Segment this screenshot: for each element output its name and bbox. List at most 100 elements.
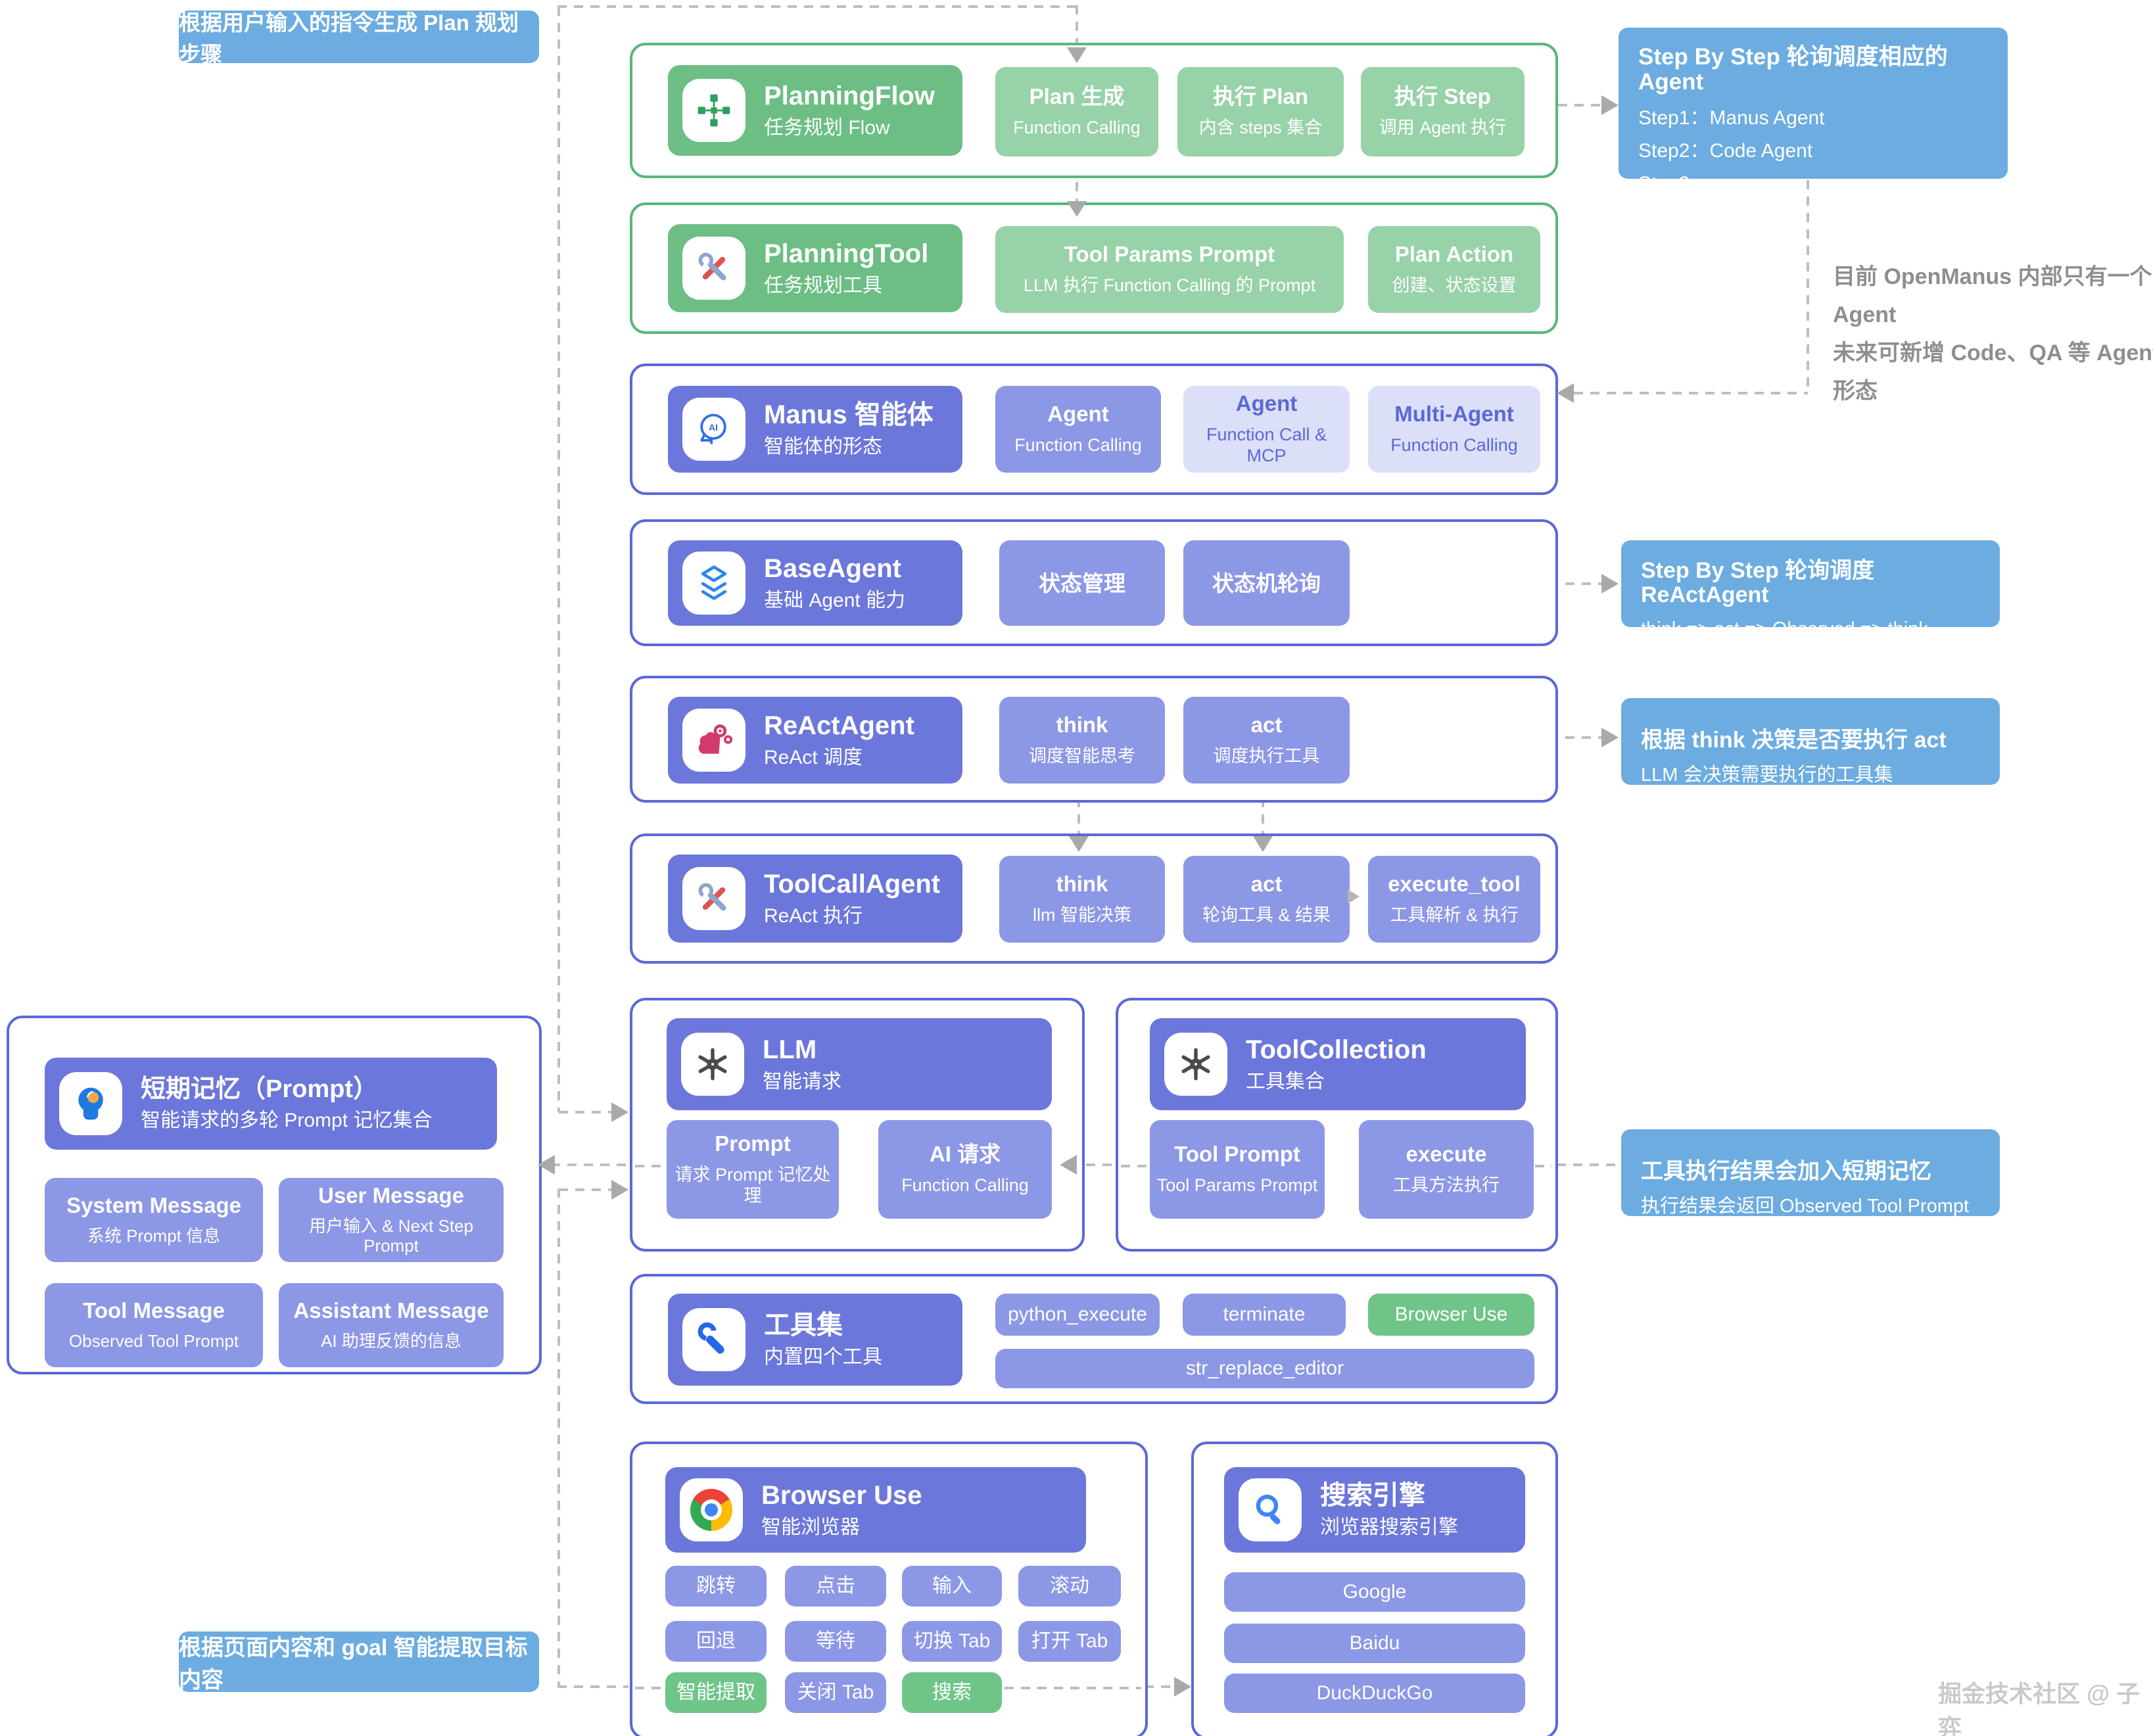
searchengine-header-text: 搜索引擎 浏览器搜索引擎: [1320, 1482, 1458, 1537]
planningflow-box: PlanningFlow 任务规划 Flow Plan 生成 Function …: [630, 43, 1558, 178]
arrow-right-reactloop: [1601, 574, 1619, 594]
reactagent-subtitle: ReAct 调度: [764, 747, 863, 768]
chip-title: 关闭 Tab: [797, 1681, 874, 1703]
chip-title: Google: [1342, 1581, 1407, 1603]
memory-header: 短期记忆（Prompt） 智能请求的多轮 Prompt 记忆集合: [45, 1058, 497, 1150]
chip-title: 跳转: [696, 1575, 736, 1597]
llm-title: LLM: [763, 1035, 817, 1064]
label-page-extract-text: 根据页面内容和 goal 智能提取目标内容: [179, 1635, 528, 1693]
connector-inside-browser-right: [1005, 1687, 1141, 1689]
chip-title: str_replace_editor: [1185, 1357, 1344, 1379]
manus-header: AI Manus 智能体 智能体的形态: [668, 386, 962, 473]
chip-duckduckgo: DuckDuckGo: [1224, 1674, 1525, 1713]
chip-assistant-message: Assistant Message AI 助理反馈的信息: [279, 1283, 504, 1367]
chip-title: 输入: [932, 1575, 972, 1597]
chip-subtitle: AI 助理反馈的信息: [321, 1330, 461, 1351]
chip-close-tab: 关闭 Tab: [785, 1672, 886, 1713]
note-line2: 未来可新增 Code、QA 等 Agent 形态: [1833, 340, 2153, 404]
chip-title: 切换 Tab: [913, 1630, 991, 1652]
manus-title: Manus 智能体: [764, 400, 934, 429]
label-plan-generation: 根据用户输入的指令生成 Plan 规划步骤: [179, 11, 539, 66]
chip-title: 状态机轮询: [1212, 571, 1321, 596]
note-line1: 目前 OpenManus 内部只有一个 Agent: [1833, 264, 2152, 327]
callout-tool-memory: 工具执行结果会加入短期记忆 执行结果会返回 Observed Tool Prom…: [1621, 1129, 2000, 1217]
browseruse-header-text: Browser Use 智能浏览器: [761, 1482, 922, 1537]
hammer-wrench-icon: [682, 237, 745, 300]
chip-plan-action: Plan Action 创建、状态设置: [1368, 226, 1540, 313]
chip-scroll: 滚动: [1018, 1566, 1121, 1607]
baseagent-box: BaseAgent 基础 Agent 能力 状态管理 状态机轮询: [630, 519, 1558, 646]
chip-title: act: [1250, 871, 1283, 896]
callout-schedule: Step By Step 轮询调度相应的 Agent Step1：Manus A…: [1619, 28, 2008, 193]
toolcallagent-subtitle: ReAct 执行: [764, 905, 863, 927]
chip-title: System Message: [66, 1192, 241, 1217]
arrow-right-llm-top: [611, 1102, 628, 1122]
toolcollection-header: ToolCollection 工具集合: [1150, 1018, 1526, 1110]
connector-top-horizontal: [557, 5, 1078, 8]
chip-goto: 跳转: [665, 1566, 767, 1607]
chip-title: execute_tool: [1388, 871, 1521, 896]
chip-title: terminate: [1223, 1303, 1306, 1325]
manus-header-text: Manus 智能体 智能体的形态: [764, 402, 934, 457]
connector-into-plan-chip: [1076, 5, 1078, 49]
searchengine-title: 搜索引擎: [1320, 1481, 1425, 1510]
toolset-subtitle: 内置四个工具: [764, 1346, 882, 1368]
connector-prompt-to-memory: [551, 1163, 626, 1166]
callout-think-act: 根据 think 决策是否要执行 act LLM 会决策需要执行的工具集: [1621, 698, 2000, 786]
chip-subtitle: 请求 Prompt 记忆处理: [674, 1165, 831, 1206]
chip-title: 执行 Step: [1394, 83, 1491, 108]
chip-title: 回退: [696, 1630, 736, 1652]
watermark: 掘金技术社区 @ 子弈: [1938, 1680, 2141, 1736]
chip-tool-params-prompt: Tool Params Prompt LLM 执行 Function Calli…: [995, 226, 1344, 313]
toolset-title: 工具集: [764, 1311, 843, 1340]
connector-schedule-to-manus: [1574, 392, 1808, 394]
arrow-down-toolparams: [1067, 201, 1087, 217]
chip-wait: 等待: [785, 1621, 886, 1662]
planningtool-subtitle: 任务规划工具: [764, 275, 882, 296]
planningtool-header: PlanningTool 任务规划工具: [668, 224, 962, 312]
chip-subtitle: 工具解析 & 执行: [1390, 904, 1519, 925]
chip-open-tab: 打开 Tab: [1018, 1621, 1121, 1662]
chip-subtitle: Tool Params Prompt: [1156, 1175, 1318, 1195]
arrow-right-llm-bottom: [611, 1180, 628, 1200]
chip-title: Tool Prompt: [1174, 1141, 1300, 1166]
chip-plan-generate: Plan 生成 Function Calling: [995, 67, 1158, 156]
chip-title: 搜索: [932, 1681, 972, 1703]
connector-think-down: [1077, 798, 1080, 837]
chip-subtitle: 调度执行工具: [1213, 745, 1320, 766]
chip-tool-prompt: Tool Prompt Tool Params Prompt: [1150, 1120, 1325, 1219]
planningflow-title: PlanningFlow: [764, 82, 935, 110]
browseruse-header: Browser Use 智能浏览器: [665, 1467, 1086, 1553]
wrench-icon: [682, 1308, 745, 1371]
label-page-extract: 根据页面内容和 goal 智能提取目标内容: [179, 1631, 539, 1693]
chip-agent-mcp: Agent Function Call & MCP: [1183, 386, 1350, 473]
arrow-act-execute: [1348, 889, 1360, 904]
chip-click: 点击: [785, 1566, 886, 1607]
label-plan-generation-text: 根据用户输入的指令生成 Plan 规划步骤: [179, 11, 519, 66]
chip-title: Browser Use: [1394, 1303, 1508, 1325]
chip-browser-use: Browser Use: [1368, 1294, 1534, 1336]
chip-python-execute: python_execute: [995, 1294, 1160, 1336]
chip-title: 等待: [816, 1630, 855, 1652]
chip-title: Plan Action: [1394, 241, 1514, 266]
chip-title: AI 请求: [929, 1141, 1001, 1166]
chip-input: 输入: [902, 1566, 1002, 1607]
chip-google: Google: [1224, 1572, 1525, 1612]
chip-title: Baidu: [1349, 1632, 1400, 1654]
connector-step-callout: [1525, 104, 1601, 106]
chip-agent-fc: Agent Function Calling: [995, 386, 1161, 473]
callout-think-act-title: 根据 think 决策是否要执行 act: [1641, 728, 1947, 753]
chip-title: 状态管理: [1039, 571, 1125, 596]
chip-user-message: User Message 用户输入 & Next Step Prompt: [279, 1178, 504, 1262]
chip-subtitle: 内含 steps 集合: [1198, 117, 1323, 137]
toolcallagent-title: ToolCallAgent: [764, 870, 941, 899]
reactagent-box: ReActAgent ReAct 调度 think 调度智能思考 act 调度执…: [630, 676, 1558, 803]
chip-title: Tool Message: [83, 1298, 225, 1323]
llm-subtitle: 智能请求: [763, 1071, 841, 1092]
arrow-right-search-engine: [1174, 1677, 1191, 1697]
chip-tool-message: Tool Message Observed Tool Prompt: [45, 1283, 263, 1367]
callout-schedule-step3: Step3: ...: [1638, 172, 1718, 195]
chip-tca-think: think llm 智能决策: [999, 856, 1165, 943]
chip-title: 智能提取: [676, 1681, 755, 1703]
callout-tool-memory-title: 工具执行结果会加入短期记忆: [1641, 1159, 1931, 1185]
